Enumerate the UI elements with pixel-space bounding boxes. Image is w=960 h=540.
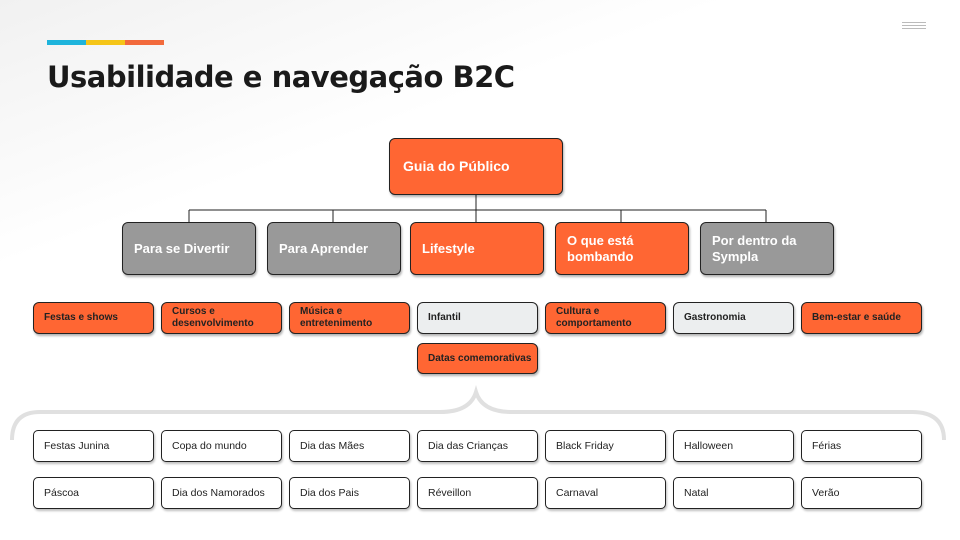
- date-node: Páscoa: [33, 477, 154, 509]
- level1-node: Para se Divertir: [122, 222, 256, 275]
- date-node: Dia das Mães: [289, 430, 410, 462]
- level2-node: Gastronomia: [673, 302, 794, 334]
- date-node: Carnaval: [545, 477, 666, 509]
- date-node: Black Friday: [545, 430, 666, 462]
- accent-bar-orange: [125, 40, 164, 45]
- level2-node: Cultura e comportamento: [545, 302, 666, 334]
- brace: [10, 385, 946, 441]
- level1-node: Por dentro da Sympla: [700, 222, 834, 275]
- node-datas-comemorativas: Datas comemorativas: [417, 343, 538, 374]
- level2-node: Infantil: [417, 302, 538, 334]
- level1-node: O que está bombando: [555, 222, 689, 275]
- menu-icon-line: [902, 28, 926, 29]
- menu-icon: [902, 22, 926, 23]
- level2-node: Festas e shows: [33, 302, 154, 334]
- accent-bar-blue: [47, 40, 86, 45]
- level1-node: Para Aprender: [267, 222, 401, 275]
- date-node: Férias: [801, 430, 922, 462]
- date-node: Réveillon: [417, 477, 538, 509]
- date-node: Copa do mundo: [161, 430, 282, 462]
- level1-node: Lifestyle: [410, 222, 544, 275]
- date-node: Dia dos Pais: [289, 477, 410, 509]
- menu-icon-line: [902, 25, 926, 26]
- accent-bar-yellow: [86, 40, 125, 45]
- date-node: Natal: [673, 477, 794, 509]
- date-node: Dia das Crianças: [417, 430, 538, 462]
- date-node: Verão: [801, 477, 922, 509]
- date-node: Halloween: [673, 430, 794, 462]
- page-title: Usabilidade e navegação B2C: [47, 60, 515, 94]
- level2-node: Bem-estar e saúde: [801, 302, 922, 334]
- date-node: Festas Junina: [33, 430, 154, 462]
- root-node: Guia do Público: [389, 138, 563, 195]
- level2-node: Cursos e desenvolvimento: [161, 302, 282, 334]
- level2-node: Música e entretenimento: [289, 302, 410, 334]
- date-node: Dia dos Namorados: [161, 477, 282, 509]
